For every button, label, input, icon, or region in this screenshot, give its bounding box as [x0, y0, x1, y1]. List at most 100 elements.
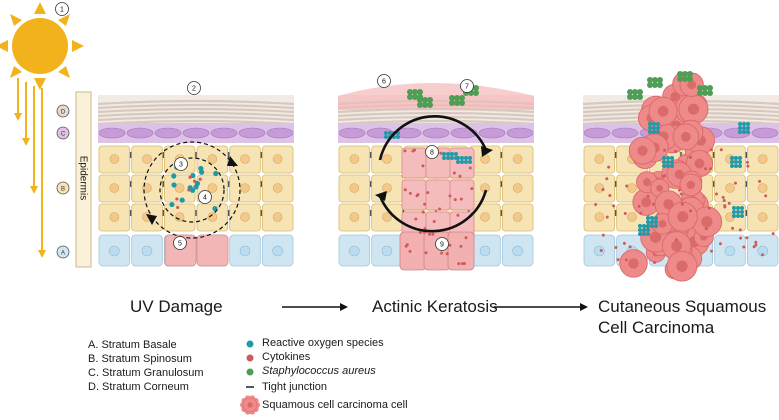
- scc-nucleus: [677, 211, 689, 223]
- staph-dot: [627, 94, 633, 100]
- staph-dot: [407, 89, 413, 95]
- ros-dot: [169, 201, 175, 208]
- cytokine-dot: [403, 149, 407, 153]
- staph-dot: [702, 85, 708, 91]
- legend-scc-cell-label: Squamous cell carcinoma cell: [262, 399, 408, 411]
- ros-dot: [652, 122, 656, 126]
- ros-dot: [734, 164, 738, 168]
- staph-dot: [417, 97, 423, 103]
- cytokine-dot: [175, 197, 179, 201]
- cytokine-dot: [414, 217, 418, 221]
- ros-dot: [193, 184, 199, 190]
- cytokine-dot: [625, 184, 629, 188]
- scc-tumor: [594, 71, 775, 282]
- staph-dot: [449, 100, 455, 106]
- cytokine-dot: [601, 187, 605, 191]
- cytokine-dot: [612, 204, 616, 208]
- atypical-basal-cell: [447, 231, 475, 271]
- cytokine-dot: [704, 167, 708, 171]
- cytokine-dot: [708, 167, 712, 171]
- ros-dot: [171, 182, 177, 188]
- scc-nucleus: [637, 145, 648, 156]
- ros-dot: [652, 126, 656, 130]
- ros-dot: [460, 156, 464, 160]
- cytokine-dot: [438, 207, 442, 211]
- cytokine-dot: [176, 205, 180, 210]
- ros-dot: [190, 172, 196, 179]
- cytokine-dot: [663, 148, 667, 152]
- cytokine-dot: [723, 204, 727, 208]
- staph-dot: [449, 95, 455, 101]
- stratum-corneum: [97, 95, 295, 126]
- cytokine-dot: [408, 191, 412, 195]
- ros-dot: [662, 156, 666, 160]
- atypical-keratinocyte: [449, 179, 475, 211]
- cytokine-dot: [187, 188, 191, 192]
- staph-dot: [407, 94, 413, 100]
- staph-dot: [657, 77, 663, 83]
- cytokine-dot: [689, 155, 693, 159]
- staph-dot: [627, 89, 633, 95]
- staph-dot: [647, 77, 653, 83]
- ros-dot: [734, 156, 738, 160]
- cytokine-dot: [452, 171, 456, 175]
- scc-nucleus: [701, 216, 713, 228]
- cytokine-dot: [721, 195, 725, 199]
- cytokine-dot: [639, 211, 643, 215]
- staph-dot: [677, 76, 683, 82]
- scc-nucleus: [663, 199, 674, 210]
- cytokine-dot: [646, 194, 650, 198]
- ros-dot: [638, 228, 642, 232]
- ros-dot: [746, 126, 750, 130]
- cytokine-dot: [439, 151, 443, 155]
- ros-dot: [642, 224, 646, 228]
- skin-section-3: [582, 71, 779, 282]
- ros-dot: [464, 160, 468, 164]
- cytokine-dot: [622, 241, 626, 245]
- ros-dot: [646, 228, 650, 232]
- scc-nucleus: [687, 103, 700, 115]
- cytokine-legend-icon: [246, 354, 254, 362]
- ros-dot: [450, 152, 454, 156]
- ros-dot: [736, 206, 740, 210]
- cytokine-dot: [614, 245, 618, 249]
- ros-dot: [646, 216, 650, 220]
- cytokine-dot: [651, 202, 655, 206]
- ros-dot: [646, 232, 650, 236]
- staph-dot: [637, 94, 643, 100]
- cytokine-dot: [423, 202, 427, 206]
- ros-dot: [179, 197, 185, 203]
- staph-dot: [647, 82, 653, 88]
- scc-nucleus: [687, 80, 697, 90]
- staph-dot: [657, 82, 663, 88]
- ros-dot: [666, 160, 670, 164]
- ros-dot: [734, 160, 738, 164]
- scc-nucleus: [670, 91, 681, 102]
- ros-dot: [666, 156, 670, 160]
- atypical-keratinocyte: [401, 179, 427, 211]
- cytokine-dot: [431, 232, 435, 236]
- ros-dot: [740, 206, 744, 210]
- scc-nucleus: [643, 178, 652, 187]
- cytokine-dot: [623, 212, 627, 216]
- ros-dot: [650, 224, 654, 228]
- ros-dot: [670, 156, 674, 160]
- staph-dot: [682, 76, 688, 82]
- staph-dot: [422, 102, 428, 108]
- staph-dot: [637, 89, 643, 95]
- ros-dot: [738, 160, 742, 164]
- progression-arrows: [282, 303, 588, 311]
- cytokine-dot: [403, 188, 407, 192]
- cytokine-dot: [758, 179, 762, 183]
- staph-dot: [417, 102, 423, 108]
- stage-title-scc-line2: Cell Carcinoma: [598, 318, 715, 337]
- cytokine-dot: [674, 150, 678, 154]
- ros-dot: [738, 126, 742, 130]
- ros-dot: [740, 210, 744, 214]
- legend-ros-label: Reactive oxygen species: [262, 337, 384, 349]
- marker-1: [55, 2, 69, 16]
- sun-icon: [0, 2, 84, 90]
- cytokine-dot: [746, 164, 750, 168]
- ros-dot: [738, 164, 742, 168]
- cytokine-dot: [754, 240, 758, 244]
